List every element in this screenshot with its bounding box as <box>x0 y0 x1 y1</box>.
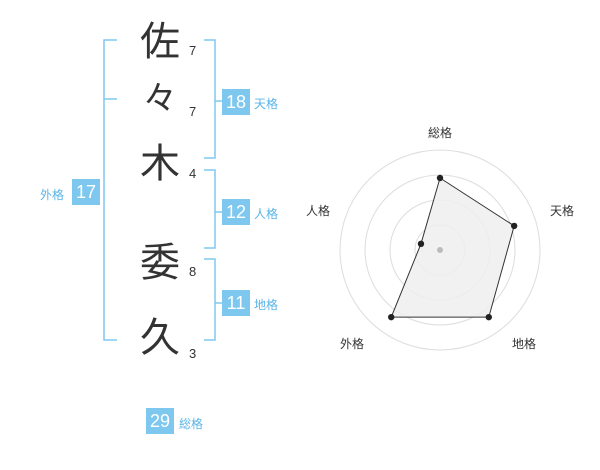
chikaku-label: 地格 <box>254 298 279 312</box>
jinkaku-badge: 12 <box>222 199 251 225</box>
radar-label-soukaku: 総格 <box>428 126 453 140</box>
name-char-2: 々 <box>143 79 177 119</box>
radar-point <box>510 222 518 230</box>
soukaku-label: 総格 <box>179 417 204 431</box>
radar-label-gaikaku: 外格 <box>340 337 365 351</box>
tenkaku-bracket <box>204 39 216 159</box>
name-char-5: 久 <box>140 315 180 361</box>
tenkaku-badge: 18 <box>222 89 251 115</box>
tenkaku-label: 天格 <box>254 97 279 111</box>
stroke-count-4: 8 <box>189 264 197 279</box>
radar-point <box>485 313 492 321</box>
radar-points <box>388 174 518 321</box>
radar-label-jinkaku: 人格 <box>306 204 331 218</box>
name-char-1: 佐 <box>140 19 180 65</box>
chikaku-bracket <box>204 258 216 341</box>
radar-ring <box>339 149 541 351</box>
radar-point <box>436 174 444 182</box>
name-char-4: 委 <box>140 240 180 286</box>
jinkaku-bracket <box>204 169 216 249</box>
gaikaku-label: 外格 <box>40 188 65 202</box>
radar-point <box>417 240 425 248</box>
jinkaku-label: 人格 <box>254 207 279 221</box>
soukaku-badge: 29 <box>146 408 175 434</box>
gaikaku-bracket <box>103 39 117 341</box>
stroke-count-3: 4 <box>189 166 197 181</box>
radar-label-chikaku: 地格 <box>512 337 537 351</box>
radar-label-tenkaku: 天格 <box>550 204 575 218</box>
radar-center <box>437 247 443 253</box>
stroke-count-5: 3 <box>189 346 197 361</box>
chikaku-badge: 11 <box>222 290 250 316</box>
gaikaku-badge: 17 <box>72 179 101 205</box>
radar-polygon <box>390 177 515 318</box>
stroke-count-1: 7 <box>189 43 197 58</box>
name-char-3: 木 <box>140 141 180 187</box>
radar-point <box>388 313 395 321</box>
stroke-count-2: 7 <box>189 104 197 119</box>
